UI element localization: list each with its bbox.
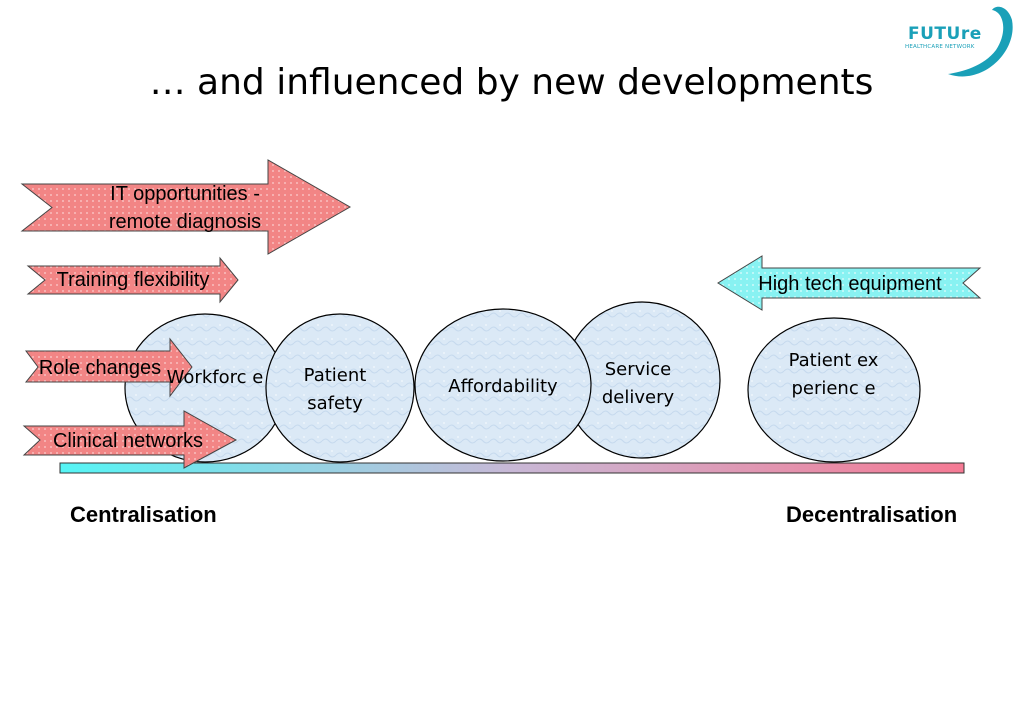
patient-experience-label: Patient experienc e: [788, 350, 879, 399]
role-changes-arrow: [24, 337, 193, 398]
decentralisation-label: Decentralisation: [786, 502, 958, 527]
high-tech-equipment-arrow: [717, 255, 982, 311]
slide-title: … and influenced by new developments: [149, 62, 874, 103]
patient-safety-circle: [265, 313, 415, 463]
training-flexibility-arrow: [26, 256, 239, 304]
role-changes-label: Role changes: [38, 357, 162, 379]
affordability-label: Affordability: [448, 376, 558, 397]
clinical-networks-label: Clinical networks: [52, 430, 204, 452]
centralisation-scale-bar: [59, 462, 965, 474]
patient-experience-circle: [747, 317, 921, 463]
training-flexibility-label: Training flexibility: [56, 269, 210, 291]
it-opportunities-arrow: [20, 159, 352, 255]
workforce-label: Workforc e: [166, 367, 264, 388]
high-tech-equipment-label: High tech equipment: [758, 273, 942, 295]
centralisation-label: Centralisation: [70, 502, 217, 527]
future-healthcare-logo: [948, 6, 1013, 77]
logo-wordmark: FUTUre: [908, 24, 982, 44]
logo-subtitle: HEALTHCARE NETWORK: [905, 44, 975, 50]
affordability-circle: [414, 308, 592, 462]
it-opportunities-label: IT opportunities - remote diagnosis: [108, 183, 262, 233]
patient-safety-label: Patient safety: [303, 365, 367, 414]
service-delivery-label: Service delivery: [601, 359, 675, 408]
clinical-networks-arrow: [22, 410, 238, 469]
